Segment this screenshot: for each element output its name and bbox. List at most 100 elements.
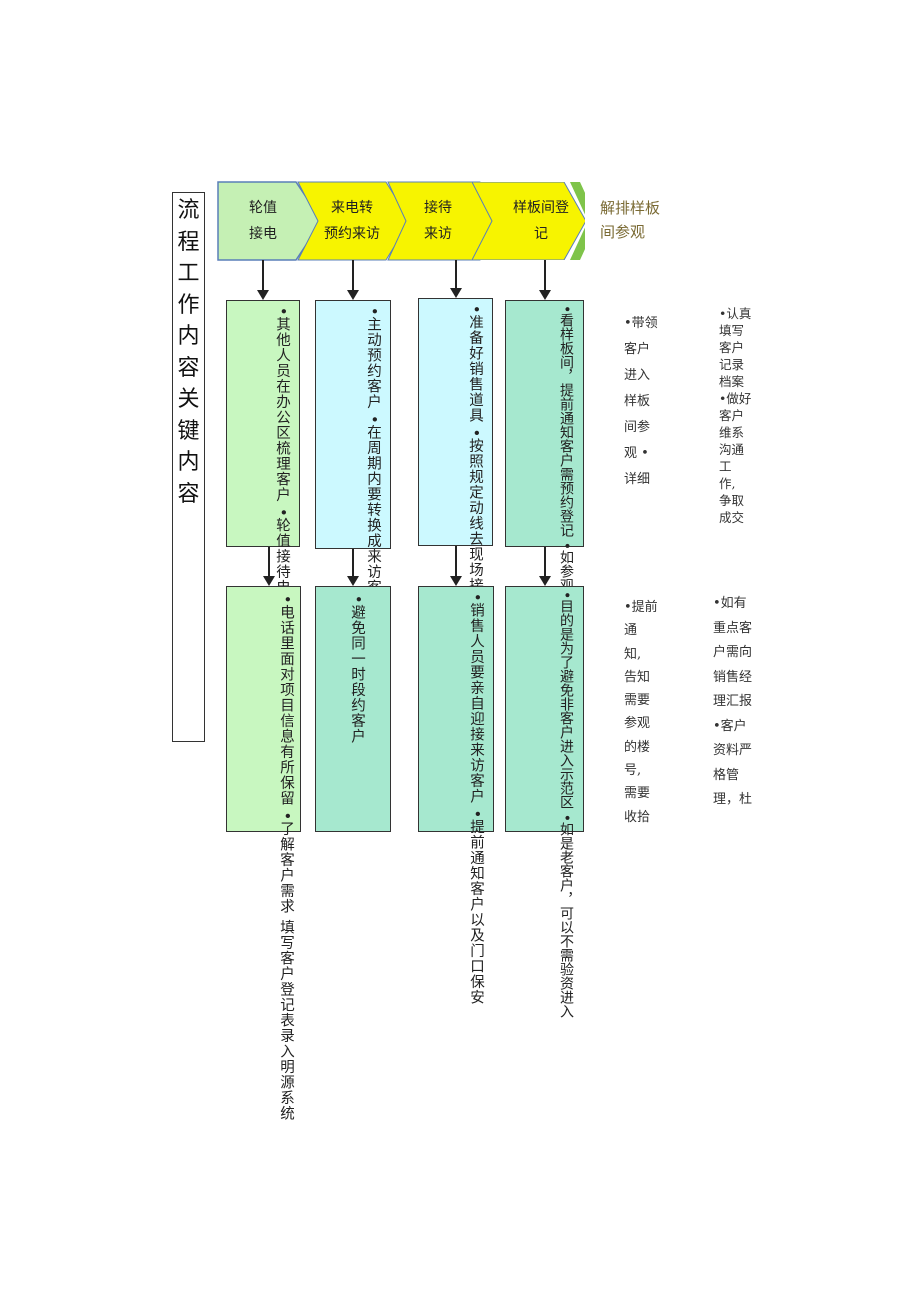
step-4-line1: 样板间登 [513, 200, 569, 216]
detail-1-2-text: •主动预约客户 •在周期内要转换成来访客户 [362, 307, 384, 611]
notes-row1-a-line: 间参 [624, 420, 651, 435]
notes-row2-b-line: 重点客 [713, 620, 753, 636]
detail-1-2-line-b: •主动预约客户 [365, 307, 381, 410]
detail-box-1-2: •主动预约客户 •在周期内要转换成来访客户 [315, 300, 391, 611]
notes-row2-b-line: 销售经 [713, 669, 753, 685]
step-1-line1: 轮值 [249, 200, 277, 216]
detail-1-4-text: •看样板间，提前通知客户需预约登记 •如参观双拼样板间，需300万验资 [555, 305, 577, 759]
notes-row2-a-line: 需要 [624, 786, 651, 802]
step-5-line1: 解排样板 [600, 199, 661, 217]
detail-2-1-line-b: •了解客户需求 [278, 811, 294, 915]
detail-1-4-line-b: •看样板间，提前通知客户需预约登记 [558, 305, 574, 538]
notes-row1-b-line: 沟通 [719, 442, 745, 457]
sidebar-title: 流程工作内容关键内容 [177, 198, 200, 507]
detail-1-3-line-b: •准备好销售道具 [467, 305, 483, 424]
arrow-down-2a [347, 260, 359, 300]
arrow-down-2b [347, 549, 359, 586]
arrow-down-4a [539, 260, 551, 300]
step-chevron-3: 接待 来访 [387, 181, 518, 261]
notes-row2-a-line: 的楼 [624, 739, 651, 755]
notes-row1-a-line: •带领 [624, 316, 658, 331]
notes-row1-b-line: 档案 [719, 374, 745, 389]
arrow-down-4b [539, 547, 551, 586]
notes-row2-a-line: 好楼 [624, 829, 670, 831]
step-1-line2: 接电 [249, 226, 277, 242]
notes-row2-b-line: •客户 [713, 718, 747, 734]
note-row1-col5: •带领客户进入样板间参观 • 详细 [624, 311, 670, 493]
chevron-shape-4 [472, 182, 585, 260]
process-sidebar-label: 流程工作内容关键内容 [172, 192, 205, 742]
notes-row2-a-line: 通 [624, 623, 638, 639]
notes-row2-b-line: 户需向 [713, 645, 753, 660]
step-2-line2: 预约来访 [324, 226, 380, 242]
step-label-3: 接待 来访 [398, 195, 478, 247]
note-row2-col6: •如有重点客户需向销售经理汇报 •客户资料严格管理，杜 [713, 592, 761, 813]
arrow-down-1b [263, 547, 275, 586]
detail-2-1-line-a: 填写客户登记表录入明源系统 [278, 919, 294, 1122]
notes-row1-b-line: 记录 [719, 357, 745, 372]
detail-box-2-1: •电话里面对项目信息有所保留 •了解客户需求 填写客户登记表录入明源系统 [226, 586, 301, 1121]
notes-row1-a-line: 进入 [624, 368, 651, 383]
detail-1-1-line-b: •其他人员在办公区梳理客户 [274, 307, 290, 503]
detail-box-1-1: •其他人员在办公区梳理客户 •轮值接待电话人员接听电话 [226, 300, 300, 704]
detail-box-2-2: •避免同一时段约客户 [315, 586, 391, 832]
step-chevron-4-clip: 样板间登 记 [472, 182, 585, 262]
notes-row2-a-line: 告知 [624, 669, 651, 685]
note-row1-col6: •认真填写客户记录档案•做好客户维系沟通工作,争取成交 [719, 305, 759, 526]
detail-box-1-3: •准备好销售道具 •按照规定动线去现场接待客户 [418, 298, 493, 640]
step-label-1: 轮值 接电 [218, 195, 308, 247]
notes-row2-a-line: 需要 [624, 693, 651, 709]
notes-row2-b-line: 资料严 [713, 743, 753, 758]
detail-1-2-line-a: •在周期内要转换成来访客户 [365, 415, 381, 611]
notes-row2-a-line: 号, [624, 763, 642, 779]
detail-2-2-line-a: •避免同一时段约客户 [349, 595, 365, 745]
detail-2-1-text: •电话里面对项目信息有所保留 •了解客户需求 填写客户登记表录入明源系统 [275, 595, 296, 1121]
notes-row1-a-line: 观 • [624, 446, 649, 461]
detail-box-1-4: •看样板间，提前通知客户需预约登记 •如参观双拼样板间，需300万验资 [505, 300, 584, 759]
detail-2-4-line-a: •如是老客户，可以不需验资进入 [558, 813, 574, 1018]
notes-row2-a-line: 收拾 [624, 809, 651, 825]
notes-row1-b-line: 客户 [719, 408, 745, 423]
detail-box-2-3: •销售人员要亲自迎接来访客户 •提前通知客户以及门口保安 [418, 586, 494, 1005]
detail-2-4-line-b: •目的是为了避免非客户进入示范区 [558, 591, 574, 810]
notes-row2-a-line: 知, [624, 646, 642, 662]
notes-row1-b-line: 客户 [719, 340, 745, 355]
notes-row1-a-line: 样板 [624, 394, 651, 409]
notes-row2-b-line: 理汇报 [713, 694, 753, 709]
detail-2-1-line-c: •电话里面对项目信息有所保留 [278, 595, 294, 807]
step-3-line2: 来访 [424, 226, 452, 242]
step-label-2: 来电转 预约来访 [306, 195, 398, 247]
notes-row1-b-line: •认真 [719, 306, 752, 321]
notes-row1-b-line: 填写 [719, 323, 745, 338]
step-label-4: 样板间登 记 [496, 195, 585, 247]
detail-1-1-text: •其他人员在办公区梳理客户 •轮值接待电话人员接听电话 [271, 307, 293, 704]
notes-row2-b-line: 格管 [713, 767, 740, 783]
notes-row2-a-line: 参观 [624, 716, 651, 732]
step-5-line2: 间参观 [600, 223, 646, 241]
step-3-line1: 接待 [424, 200, 452, 216]
arrow-down-3b [450, 546, 462, 586]
notes-row1-b-line: 工 [719, 459, 732, 474]
arrow-down-3a [450, 260, 462, 298]
notes-row1-b-line: •做好 [719, 391, 752, 406]
notes-row1-b-line: 争取 [719, 493, 745, 508]
arrow-down-1a [257, 260, 269, 300]
notes-row1-a-line: 客户 [624, 342, 651, 357]
step-label-5: 解排样板 间参观 [600, 196, 660, 244]
notes-row1-b-line: 维系 [719, 425, 745, 440]
notes-row2-a-line: •提前 [624, 600, 658, 615]
step-4-line2: 记 [534, 226, 548, 242]
detail-1-3-text: •准备好销售道具 •按照规定动线去现场接待客户 [464, 305, 486, 640]
notes-row1-a-line: 详细 [624, 472, 651, 487]
detail-box-2-4: •目的是为了避免非客户进入示范区 •如是老客户，可以不需验资进入 [505, 586, 584, 1018]
detail-2-3-line-b: •销售人员要亲自迎接来访客户 [468, 593, 484, 805]
notes-row2-b-line: •如有 [713, 596, 747, 611]
notes-row1-b-line: 作, [719, 476, 736, 491]
detail-2-2-text: •避免同一时段约客户 [346, 595, 368, 825]
detail-2-3-text: •销售人员要亲自迎接来访客户 •提前通知客户以及门口保安 [465, 593, 487, 1005]
detail-2-3-line-a: •提前通知客户以及门口保安 [468, 809, 484, 1006]
notes-row2-b-line: 理，杜 [713, 792, 753, 807]
detail-2-4-text: •目的是为了避免非客户进入示范区 •如是老客户，可以不需验资进入 [555, 591, 577, 1018]
